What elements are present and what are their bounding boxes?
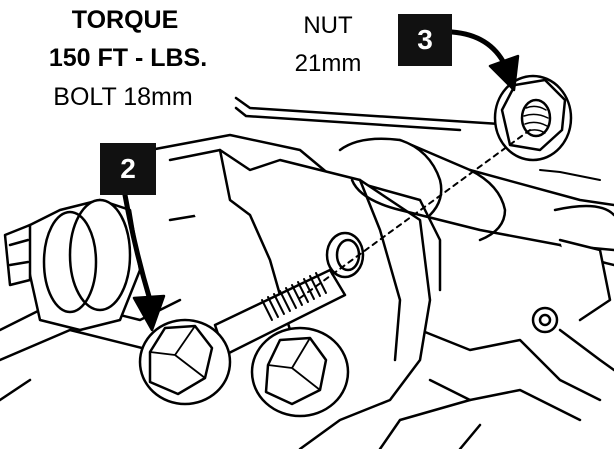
step-2-badge: 2 <box>100 143 156 195</box>
bolt-size-label: BOLT 18mm <box>53 83 193 111</box>
nut-size-label: 21mm <box>294 50 362 77</box>
lower-bolt-head <box>250 326 350 418</box>
torque-value: 150 FT - LBS. <box>48 44 208 72</box>
step-3-badge: 3 <box>398 14 452 66</box>
shock-body <box>3 198 142 332</box>
torque-title: TORQUE <box>71 6 179 34</box>
step-3-arrow <box>449 29 520 92</box>
nut <box>493 74 573 162</box>
nut-label: NUT <box>303 12 353 39</box>
step-2-arrow <box>122 192 166 332</box>
control-arm <box>338 137 614 334</box>
bolt <box>138 268 347 406</box>
alignment-axis <box>299 129 531 299</box>
